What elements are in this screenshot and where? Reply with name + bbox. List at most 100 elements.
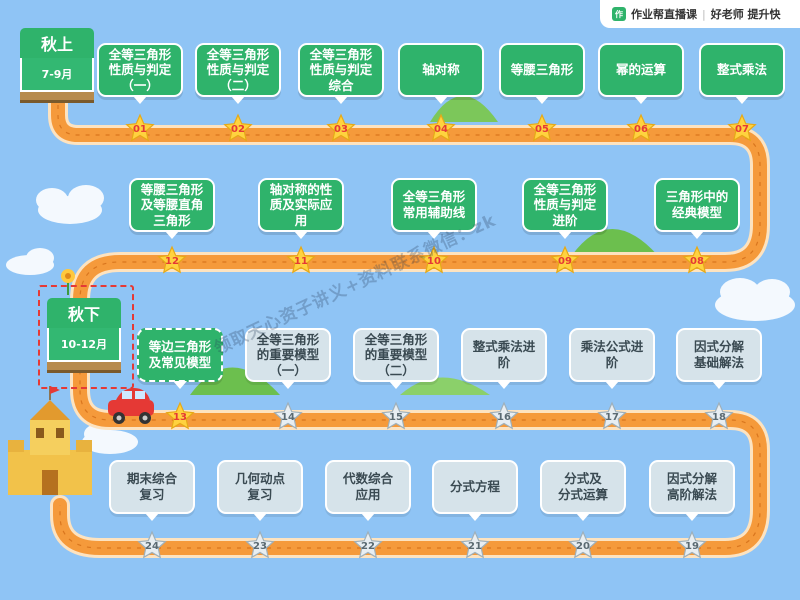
star-icon (245, 530, 275, 559)
lesson-card-10[interactable]: 全等三角形 常用辅助线 (391, 178, 477, 239)
star-icon (677, 530, 707, 559)
lesson-number-badge: 05 (527, 113, 557, 143)
lesson-number-badge: 18 (704, 401, 734, 431)
brand-divider: | (702, 7, 706, 21)
lesson-card-09[interactable]: 全等三角形 性质与判定 进阶 (522, 178, 608, 239)
lesson-number: 24 (145, 541, 159, 552)
lesson-number: 16 (497, 412, 511, 423)
lesson-card-15[interactable]: 全等三角形 的重要模型 （二） (353, 328, 439, 389)
lesson-card-16[interactable]: 整式乘法进 阶 (461, 328, 547, 389)
star-icon (137, 530, 167, 559)
lesson-number: 08 (690, 256, 704, 267)
lesson-number-badge: 11 (286, 245, 316, 275)
star-icon (273, 401, 303, 430)
star-icon (286, 245, 316, 274)
lesson-number-badge: 16 (489, 401, 519, 431)
lesson-number: 19 (685, 541, 699, 552)
semester-title: 秋上 (20, 28, 94, 58)
lesson-number: 11 (294, 256, 308, 267)
star-icon (157, 245, 187, 274)
star-icon (460, 530, 490, 559)
lesson-number-badge: 21 (460, 530, 490, 560)
hill-icon (570, 229, 660, 258)
lesson-number: 10 (427, 256, 441, 267)
semester-base (47, 362, 121, 373)
star-icon (489, 401, 519, 430)
flower-icon (61, 269, 75, 295)
lesson-card-19[interactable]: 因式分解 高阶解法 (649, 460, 735, 521)
lesson-number-badge: 17 (597, 401, 627, 431)
lesson-number-badge: 20 (568, 530, 598, 560)
lesson-number-badge: 04 (426, 113, 456, 143)
lesson-number-badge: 06 (626, 113, 656, 143)
semester-months: 7-9月 (20, 58, 94, 92)
lesson-card-07[interactable]: 整式乘法 (699, 43, 785, 104)
star-icon (597, 401, 627, 430)
brand-bar: 作 作业帮直播课 | 好老师 提升快 (600, 0, 800, 28)
lesson-number: 14 (281, 412, 295, 423)
semester-months: 10-12月 (47, 328, 121, 362)
star-icon (125, 113, 155, 142)
lesson-number-badge: 09 (550, 245, 580, 275)
lesson-number-badge: 07 (727, 113, 757, 143)
lesson-card-05[interactable]: 等腰三角形 (499, 43, 585, 104)
semester-fall-part1: 秋上 7-9月 (20, 28, 94, 103)
lesson-number-badge: 15 (381, 401, 411, 431)
lesson-card-04[interactable]: 轴对称 (398, 43, 484, 104)
lesson-number-badge: 10 (419, 245, 449, 275)
lesson-card-17[interactable]: 乘法公式进 阶 (569, 328, 655, 389)
lesson-card-01[interactable]: 全等三角形 性质与判定 （一） (97, 43, 183, 104)
cloud-icon (715, 278, 795, 321)
cloud-icon (6, 248, 54, 275)
castle-icon (8, 386, 92, 495)
lesson-number-badge: 14 (273, 401, 303, 431)
lesson-number: 21 (468, 541, 482, 552)
lesson-number: 01 (133, 124, 147, 135)
lesson-card-06[interactable]: 幂的运算 (598, 43, 684, 104)
lesson-number: 13 (173, 412, 187, 423)
lesson-number-badge: 13 (165, 401, 195, 431)
lesson-number-badge: 02 (223, 113, 253, 143)
lesson-number: 22 (361, 541, 375, 552)
brand-slogan: 好老师 提升快 (710, 8, 781, 21)
lesson-number: 07 (735, 124, 749, 135)
lesson-card-12[interactable]: 等腰三角形 及等腰直角 三角形 (129, 178, 215, 239)
star-icon (626, 113, 656, 142)
star-icon (682, 245, 712, 274)
current-semester-highlight (38, 285, 134, 389)
cloud-icon (36, 185, 104, 224)
lesson-card-08[interactable]: 三角形中的 经典模型 (654, 178, 740, 239)
lesson-card-24[interactable]: 期末综合 复习 (109, 460, 195, 521)
lesson-number: 17 (605, 412, 619, 423)
brand-logo-icon: 作 (612, 7, 626, 21)
lesson-card-02[interactable]: 全等三角形 性质与判定 （二） (195, 43, 281, 104)
lesson-number: 02 (231, 124, 245, 135)
lesson-number-badge: 24 (137, 530, 167, 560)
lesson-number-badge: 01 (125, 113, 155, 143)
star-icon (165, 401, 195, 430)
lesson-number-badge: 12 (157, 245, 187, 275)
lesson-number-badge: 23 (245, 530, 275, 560)
star-icon (353, 530, 383, 559)
lesson-card-18[interactable]: 因式分解 基础解法 (676, 328, 762, 389)
lesson-number: 15 (389, 412, 403, 423)
star-icon (419, 245, 449, 274)
lesson-number: 18 (712, 412, 726, 423)
brand-name: 作业帮直播课 (631, 8, 697, 21)
star-icon (426, 113, 456, 142)
star-icon (326, 113, 356, 142)
lesson-card-13[interactable]: 等边三角形 及常见模型 (137, 328, 223, 389)
lesson-number: 20 (576, 541, 590, 552)
lesson-card-14[interactable]: 全等三角形 的重要模型 （一） (245, 328, 331, 389)
lesson-card-23[interactable]: 几何动点 复习 (217, 460, 303, 521)
lesson-number-badge: 22 (353, 530, 383, 560)
lesson-number-badge: 19 (677, 530, 707, 560)
lesson-card-03[interactable]: 全等三角形 性质与判定 综合 (298, 43, 384, 104)
lesson-card-20[interactable]: 分式及 分式运算 (540, 460, 626, 521)
star-icon (381, 401, 411, 430)
star-icon (727, 113, 757, 142)
lesson-card-22[interactable]: 代数综合 应用 (325, 460, 411, 521)
lesson-card-21[interactable]: 分式方程 (432, 460, 518, 521)
lesson-card-11[interactable]: 轴对称的性 质及实际应 用 (258, 178, 344, 239)
